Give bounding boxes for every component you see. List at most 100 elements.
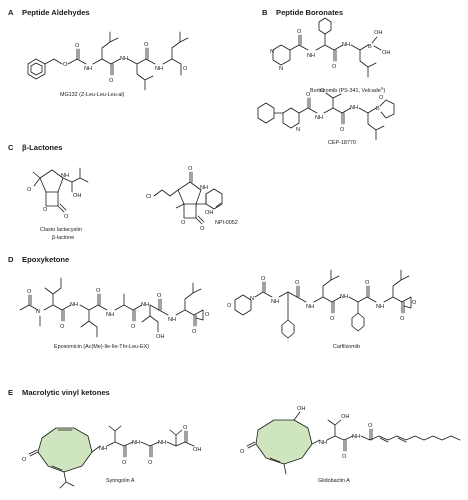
clasto-caption-line2: β-lactone <box>52 235 74 241</box>
svg-text:O: O <box>227 303 232 309</box>
glidobactin-macrocycle <box>255 419 313 465</box>
phenyl-ring-2 <box>257 102 275 124</box>
svg-text:NH: NH <box>84 66 92 72</box>
svg-text:OH: OH <box>297 406 305 412</box>
syringolin-macrocycle <box>37 427 93 473</box>
section-e-letter: E <box>8 388 13 397</box>
npi0052-caption: NPI-0052 <box>215 220 238 226</box>
epoxomicin-caption: Epoxomicin (Ac(Me)-Ile-Ile-Thr-Leu-EX) <box>54 344 149 350</box>
svg-text:O: O <box>188 166 193 172</box>
lactam-ring-2 <box>177 181 202 205</box>
phenyl-ring-d2 <box>351 312 365 332</box>
lactam-ring <box>39 169 64 193</box>
epoxide-ring <box>193 309 204 321</box>
svg-text:O: O <box>400 316 405 322</box>
svg-text:N: N <box>279 66 283 72</box>
svg-text:O: O <box>122 460 127 466</box>
bortezomib-caption: Bortezomib (PS-341, Velcade®) <box>310 87 386 94</box>
section-c-title: β-Lactones <box>22 143 63 152</box>
svg-text:O: O <box>109 78 114 84</box>
svg-text:OH: OH <box>193 447 201 453</box>
svg-text:O: O <box>306 92 311 98</box>
svg-text:O: O <box>144 42 149 48</box>
svg-text:O: O <box>192 329 197 335</box>
svg-text:NH: NH <box>61 173 69 179</box>
svg-text:O: O <box>183 425 188 431</box>
pyrazine-ring <box>272 44 291 66</box>
epoxide-ring-2 <box>401 296 412 309</box>
svg-text:NH: NH <box>306 304 314 310</box>
svg-text:NH: NH <box>315 115 323 121</box>
svg-text:O: O <box>368 423 373 429</box>
clasto-caption-line1: Clasto lactacystin <box>40 227 82 233</box>
svg-text:O: O <box>342 454 347 460</box>
section-e-title: Macrolytic vinyl ketones <box>22 388 110 397</box>
mg132-caption: MG132 (Z-Leu-Leu-Leu-al) <box>60 92 125 98</box>
cep18770-structure: N O NH O O NH B O <box>257 88 395 141</box>
svg-text:B: B <box>368 44 372 50</box>
svg-text:O: O <box>340 127 345 133</box>
lactone-ring <box>45 191 59 207</box>
svg-text:NH: NH <box>352 434 360 440</box>
svg-text:NH: NH <box>106 312 114 318</box>
section-a: A Peptide Aldehydes O O NH O NH O NH <box>8 8 189 98</box>
svg-text:O: O <box>63 62 68 68</box>
svg-text:NH: NH <box>70 302 78 308</box>
svg-text:NH: NH <box>319 440 327 446</box>
syringolin-caption: Syringolin A <box>106 478 135 484</box>
svg-text:NH: NH <box>271 299 279 305</box>
carfilzomib-caption: Carfilzomib <box>333 344 360 350</box>
svg-text:O: O <box>27 187 32 193</box>
svg-text:O: O <box>181 220 186 226</box>
svg-text:NH: NH <box>158 440 166 446</box>
section-d-letter: D <box>8 255 14 264</box>
svg-text:O: O <box>320 88 325 94</box>
section-b-letter: B <box>262 8 268 17</box>
svg-text:NH: NH <box>141 302 149 308</box>
alkyl-chain <box>369 435 461 441</box>
svg-text:O: O <box>332 64 337 70</box>
svg-text:O: O <box>205 312 210 318</box>
cyclohexene-ring <box>205 188 223 210</box>
svg-text:NH: NH <box>99 446 107 452</box>
svg-text:N: N <box>250 296 254 302</box>
section-a-letter: A <box>8 8 14 17</box>
svg-text:O: O <box>22 457 27 463</box>
svg-text:NH: NH <box>132 440 140 446</box>
svg-text:O: O <box>157 293 162 299</box>
section-b-title: Peptide Boronates <box>276 8 343 17</box>
svg-text:O: O <box>412 300 417 306</box>
svg-text:O: O <box>183 66 188 72</box>
clasto-lactacystin-structure: NH O O O OH <box>27 167 89 220</box>
svg-text:OH: OH <box>205 210 213 216</box>
svg-text:O: O <box>64 214 69 220</box>
section-e: E Macrolytic vinyl ketones O NH O NH O N… <box>8 388 461 489</box>
section-b: B Peptide Boronates N N O NH O NH B OH O… <box>257 8 395 146</box>
svg-text:NH: NH <box>120 56 128 62</box>
svg-text:NH: NH <box>200 185 208 191</box>
svg-text:O: O <box>27 289 32 295</box>
morpholine-ring <box>234 294 252 316</box>
svg-text:OH: OH <box>374 30 382 36</box>
cep18770-caption: CEP-18770 <box>328 140 356 146</box>
section-c-letter: C <box>8 143 14 152</box>
svg-text:O: O <box>131 324 136 330</box>
svg-text:O: O <box>96 288 101 294</box>
svg-text:O: O <box>60 324 65 330</box>
phenyl-ring-d1 <box>281 319 295 339</box>
svg-text:NH: NH <box>342 42 350 48</box>
benzene-ring <box>27 58 46 80</box>
svg-text:O: O <box>261 276 266 282</box>
svg-text:OH: OH <box>156 334 164 340</box>
mg132-structure: O O NH O NH O NH O <box>27 31 189 91</box>
glidobactin-caption: Glidobactin A <box>318 478 350 484</box>
svg-text:N: N <box>36 309 40 315</box>
svg-text:O: O <box>365 280 370 286</box>
svg-text:NH: NH <box>340 294 348 300</box>
pyridine-ring <box>282 107 300 129</box>
svg-text:NH: NH <box>155 66 163 72</box>
phenyl-ring <box>318 17 332 35</box>
svg-text:O: O <box>330 316 335 322</box>
